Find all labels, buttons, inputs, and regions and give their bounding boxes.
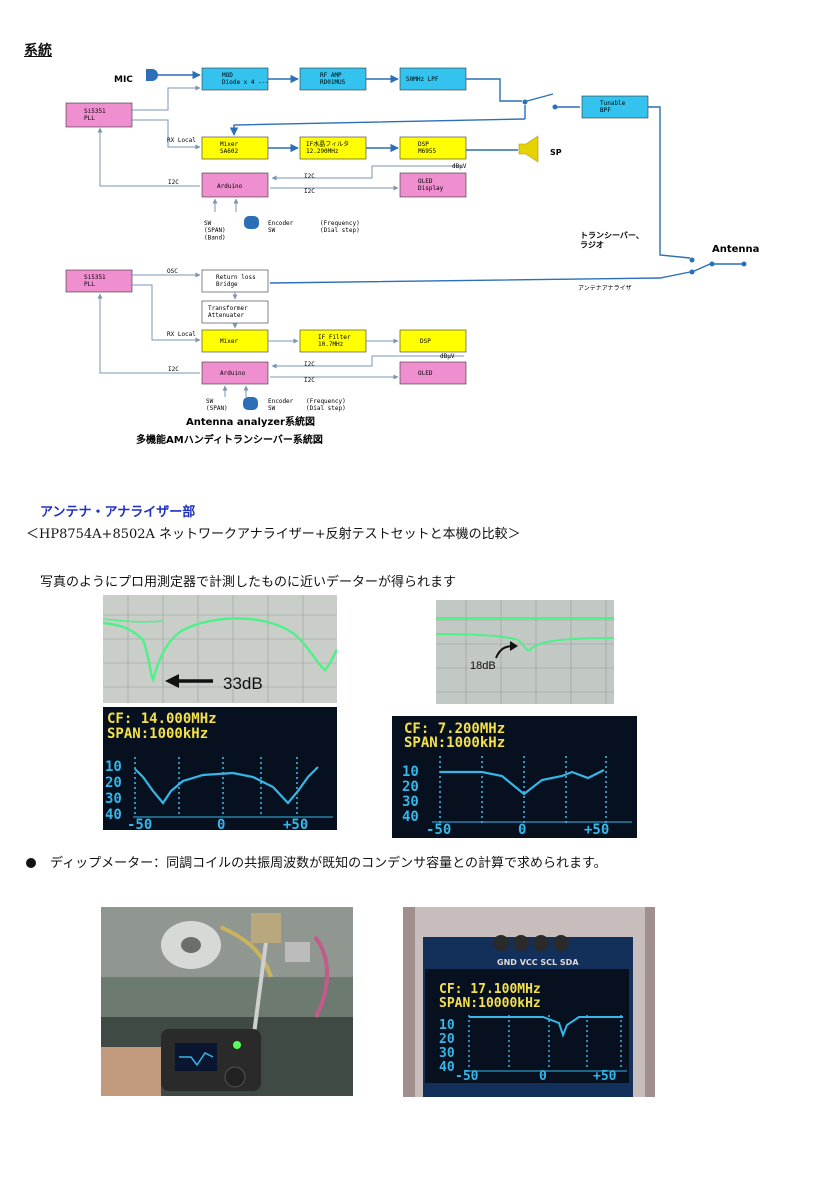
encoder-top-icon bbox=[244, 216, 259, 229]
si5351-top-block bbox=[65, 102, 133, 128]
speaker-icon bbox=[518, 135, 539, 163]
dbuv-top-label: dBμV bbox=[452, 163, 467, 170]
oled2-y40: 40 bbox=[402, 809, 419, 825]
oled2-x-50: -50 bbox=[426, 822, 451, 838]
dbuv-bottom-label: dBμV bbox=[440, 353, 455, 360]
oled1-cf: CF: 14.000MHz bbox=[107, 711, 217, 727]
i2c-bottom-a: I2C bbox=[304, 361, 315, 368]
oled3-span: SPAN:10000kHz bbox=[439, 996, 541, 1011]
oled1-x50: +50 bbox=[283, 817, 308, 830]
photo1-label: 33dB bbox=[223, 674, 263, 693]
network-analyzer-photo-2: 18dB bbox=[436, 600, 614, 704]
si5351-bottom-block bbox=[65, 269, 133, 293]
network-analyzer-photo-1: 33dB bbox=[103, 595, 337, 703]
oled-screen-2: CF: 7.200MHz SPAN:1000kHz 10 20 30 40 -5… bbox=[392, 716, 637, 838]
dsp-top-block bbox=[399, 136, 467, 160]
oled-screen-1: CF: 14.000MHz SPAN:1000kHz 10 20 30 40 -… bbox=[103, 707, 337, 830]
section-title: 系統 bbox=[24, 43, 52, 59]
sp-label: SP bbox=[550, 148, 562, 157]
i2c-top-b: I2C bbox=[304, 188, 315, 195]
oled2-y30: 30 bbox=[402, 794, 419, 810]
dsp-bottom-label: DSP bbox=[420, 338, 431, 345]
freq-bottom-label: (Frequency)(Dial step) bbox=[306, 398, 346, 412]
dip-meter-text: ディップメーター：同調コイルの共振周波数が既知のコンデンサ容量との計算で求められ… bbox=[26, 852, 607, 871]
oled-bottom-label: OLED bbox=[418, 370, 433, 377]
bullet-icon bbox=[26, 858, 36, 868]
freq-top-label: (Frequency)(Dial step) bbox=[320, 220, 360, 234]
oled1-y30: 30 bbox=[105, 791, 122, 807]
oled2-x50: +50 bbox=[584, 822, 609, 838]
oled3-pins: GND VCC SCL SDA bbox=[497, 958, 579, 967]
oled2-y10: 10 bbox=[402, 764, 419, 780]
oled1-y20: 20 bbox=[105, 775, 122, 791]
oled3-y20: 20 bbox=[439, 1032, 455, 1047]
comparison-subtitle: ＜HP8754A+8502A ネットワークアナライザー+反射テストセットと本機の… bbox=[26, 527, 521, 542]
arduino-top-label: Arduino bbox=[217, 183, 243, 190]
i2c-bottom-c: I2C bbox=[168, 366, 179, 373]
i2c-bottom-b: I2C bbox=[304, 377, 315, 384]
arduino-top-block bbox=[201, 172, 269, 198]
oled3-y40: 40 bbox=[439, 1060, 455, 1075]
dip-meter-photo bbox=[101, 907, 353, 1096]
mixer-bottom-label: Mixer bbox=[220, 338, 238, 345]
rx-local-top-label: RX Local bbox=[167, 137, 196, 144]
oled-top-block bbox=[399, 172, 467, 198]
comparison-text: 写真のようにプロ用測定器で計測したものに近いデーターが得られます bbox=[40, 575, 457, 590]
dsp-bottom-block bbox=[399, 329, 467, 353]
oled1-y10: 10 bbox=[105, 759, 122, 775]
caption-system: 多機能AMハンディトランシーバー系統図 bbox=[136, 433, 323, 446]
dip-meter-label: ディップメーター：同調コイルの共振周波数が既知のコンデンサ容量との計算で求められ… bbox=[50, 856, 607, 871]
oled3-x0: 0 bbox=[539, 1069, 547, 1084]
oled2-span: SPAN:1000kHz bbox=[404, 735, 505, 751]
oled1-x0: 0 bbox=[217, 817, 225, 830]
osc-label: OSC bbox=[167, 268, 178, 275]
oled-device-photo: GND VCC SCL SDA CF: 17.100MHz SPAN:10000… bbox=[403, 907, 655, 1097]
antenna-label: Antenna bbox=[712, 244, 759, 255]
i2c-top-a: I2C bbox=[304, 173, 315, 180]
sw-top-label: SW(SPAN)(Band) bbox=[204, 220, 226, 241]
oled3-cf: CF: 17.100MHz bbox=[439, 982, 541, 997]
photo2-label: 18dB bbox=[470, 660, 496, 672]
oled3-x50: +50 bbox=[593, 1069, 617, 1084]
i2c-top-c: I2C bbox=[168, 179, 179, 186]
arduino-bottom-block bbox=[201, 361, 269, 385]
oled1-x-50: -50 bbox=[127, 817, 152, 830]
rx-local-bottom-label: RX Local bbox=[167, 331, 196, 338]
oled3-y30: 30 bbox=[439, 1046, 455, 1061]
oled2-y20: 20 bbox=[402, 779, 419, 795]
oled3-x-50: -50 bbox=[455, 1069, 479, 1084]
arduino-bottom-label: Arduino bbox=[220, 370, 246, 377]
sw-bottom-label: SW(SPAN) bbox=[206, 398, 228, 412]
oled-bottom-block bbox=[399, 361, 467, 385]
mic-label: MIC bbox=[114, 75, 133, 85]
oled2-cf: CF: 7.200MHz bbox=[404, 721, 505, 737]
mic-icon bbox=[146, 69, 158, 81]
section-heading: アンテナ・アナライザー部 bbox=[40, 505, 196, 520]
lpf-label: 50MHz LPF bbox=[406, 76, 439, 83]
caption-analyzer: Antenna analyzer系統図 bbox=[186, 415, 315, 428]
oled1-span: SPAN:1000kHz bbox=[107, 726, 208, 742]
encoder-bottom-icon bbox=[243, 397, 258, 410]
oled1-y40: 40 bbox=[105, 807, 122, 823]
oled3-y10: 10 bbox=[439, 1018, 455, 1033]
oled2-x0: 0 bbox=[518, 822, 526, 838]
analyzer-label: アンテナアナライザ bbox=[578, 285, 632, 292]
transceiver-label: トランシーバー、ラジオ bbox=[580, 231, 644, 250]
